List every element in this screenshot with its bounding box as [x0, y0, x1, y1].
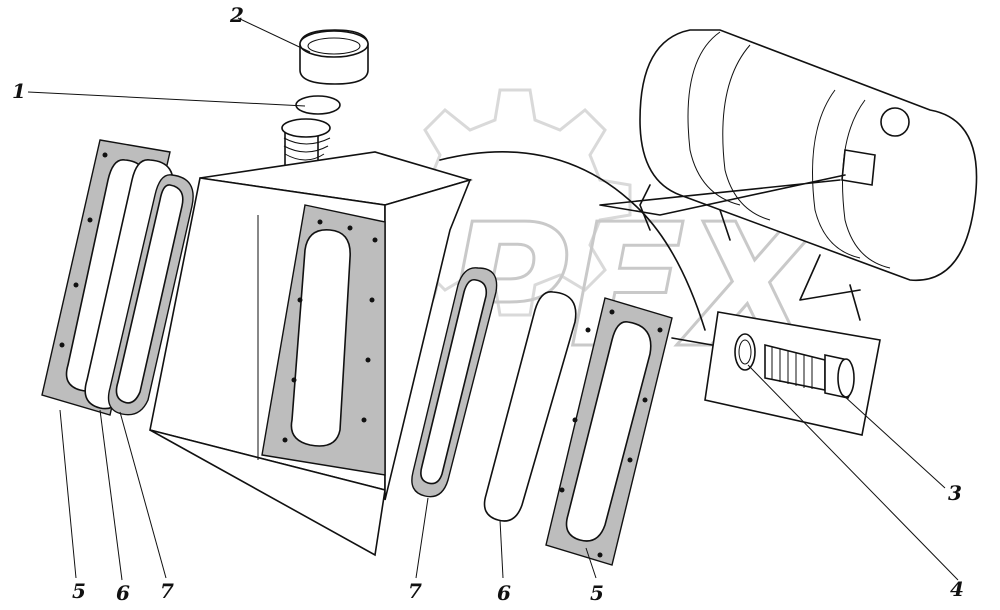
tank-assembly-view [599, 29, 978, 321]
callout-5-left: 5 [72, 579, 86, 603]
callout-6-left: 6 [116, 581, 130, 605]
callout-5-right: 5 [590, 581, 604, 605]
leader-lines [27, 17, 959, 581]
tank-inspection-flange [261, 204, 386, 476]
callout-1: 1 [12, 79, 26, 103]
callout-4: 4 [950, 577, 964, 601]
callout-2: 2 [229, 3, 244, 27]
callout-7-left: 7 [160, 579, 174, 603]
filler-cap [299, 29, 369, 85]
callout-3: 3 [948, 481, 962, 505]
right-gasket [483, 291, 577, 522]
reference-arc [439, 151, 706, 331]
callout-6-right: 6 [497, 581, 511, 605]
callout-7-right: 7 [408, 579, 422, 603]
drain-plug-detail [671, 311, 881, 436]
right-cover-plate [545, 297, 673, 566]
cap-gasket [295, 95, 341, 115]
